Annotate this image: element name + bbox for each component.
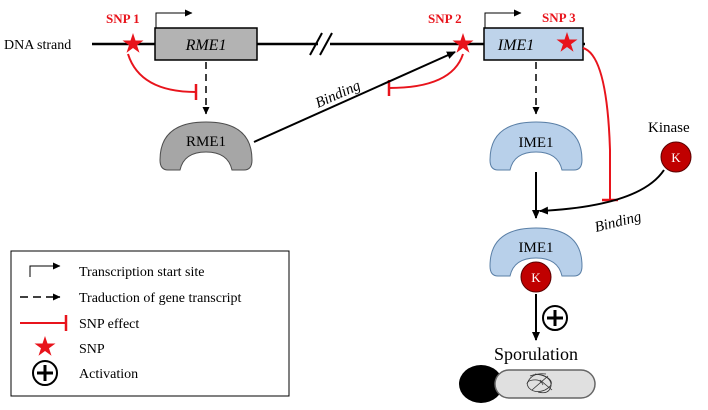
- rme1-protein: RME1: [159, 121, 253, 171]
- rme1-gene-label: RME1: [185, 37, 227, 54]
- legend-activation-label: Activation: [79, 367, 138, 382]
- snp3-label: SNP 3: [542, 10, 576, 25]
- kinase-binding-arrow: [539, 169, 665, 215]
- ime1-tss-arrow: [484, 9, 522, 28]
- rme1-gene: RME1: [154, 27, 258, 61]
- ime1-kinase-complex: IME1 K: [489, 227, 583, 293]
- snp2-effect: [387, 53, 464, 96]
- ime1-protein-label: IME1: [519, 135, 554, 151]
- legend-snp-label: SNP: [79, 342, 105, 357]
- kinase-icon: K: [660, 141, 692, 173]
- snp2-star: [452, 33, 474, 53]
- legend-snp-effect-icon: [20, 315, 68, 331]
- legend-tss-icon: [29, 262, 61, 277]
- binding-right-label: Binding: [593, 209, 643, 236]
- legend-traduction-label: Traduction of gene transcript: [79, 291, 241, 306]
- activation-plus-icon: [542, 305, 568, 331]
- binding-left-label: Binding: [313, 78, 363, 112]
- complex-k-letter: K: [531, 270, 541, 285]
- sporulation-label: Sporulation: [494, 344, 578, 364]
- legend-activation-icon: [32, 360, 58, 386]
- complex-ime1-label: IME1: [519, 240, 554, 256]
- snp3-star: [556, 32, 578, 52]
- legend: Transcription start site Traduction of g…: [10, 250, 290, 397]
- sporulating-cell-icon: [459, 365, 596, 403]
- legend-snp-effect-label: SNP effect: [79, 317, 139, 332]
- rme1-protein-label: RME1: [186, 134, 226, 150]
- snp1-label: SNP 1: [106, 11, 140, 26]
- snp2-label: SNP 2: [428, 11, 462, 26]
- kinase-label: Kinase: [648, 120, 690, 136]
- legend-tss-label: Transcription start site: [79, 265, 204, 280]
- kinase-letter: K: [671, 150, 681, 165]
- dna-strand: [92, 32, 585, 56]
- snp3-effect: [582, 47, 618, 202]
- rme1-tss-arrow: [155, 9, 193, 28]
- snp1-star: [122, 33, 144, 53]
- dna-strand-label: DNA strand: [4, 38, 71, 53]
- legend-snp-star-icon: [34, 336, 56, 356]
- snp1-effect: [127, 53, 198, 100]
- ime1-gene-label: IME1: [497, 37, 534, 54]
- complex-kinase-icon: [520, 261, 552, 293]
- ime1-protein: IME1: [489, 121, 583, 171]
- rme1-binding-arrow: [253, 51, 456, 143]
